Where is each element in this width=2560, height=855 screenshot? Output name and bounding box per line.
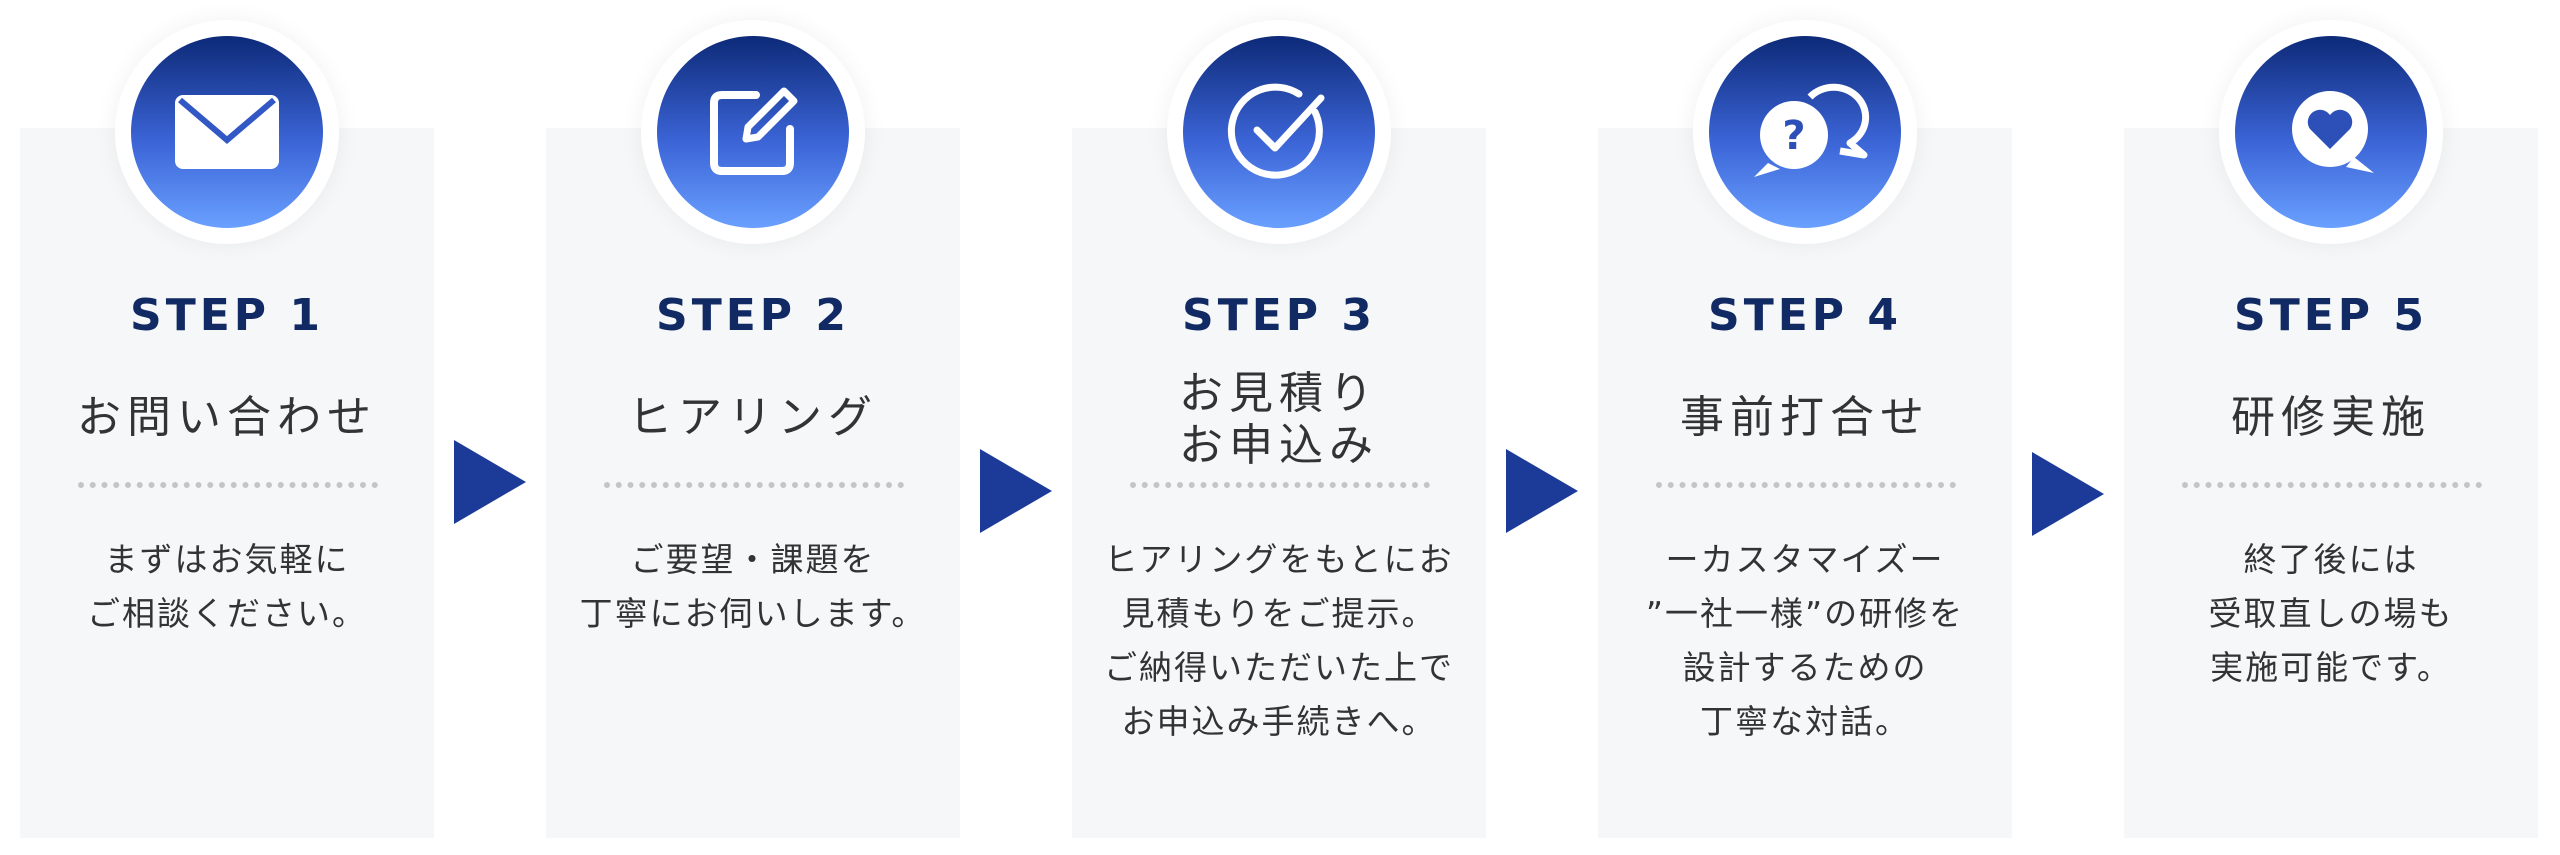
step-description: ご要望・課題を 丁寧にお伺いします。 xyxy=(579,540,927,633)
dotted-divider xyxy=(1656,482,1956,488)
step-label: STEP 1 xyxy=(130,290,324,341)
dotted-divider xyxy=(2182,482,2482,488)
step-icon-badge xyxy=(1167,20,1391,244)
heart-chat-icon xyxy=(2292,91,2374,173)
dotted-divider xyxy=(78,482,378,488)
arrow-right-icon xyxy=(980,449,1052,533)
step-title: ヒアリング xyxy=(628,392,878,443)
step-card-1: STEP 1 お問い合わせ まずはお気軽に ご相談ください。 xyxy=(20,20,434,838)
step-card-2: STEP 2 ヒアリング ご要望・課題を 丁寧にお伺いします。 xyxy=(546,20,960,838)
envelope-icon xyxy=(175,95,279,169)
step-description: ヒアリングをもとにお 見積もりをご提示。 ご納得いただいた上で お申込み手続きへ… xyxy=(1104,540,1454,741)
dotted-divider xyxy=(1130,482,1430,488)
step-icon-badge: ? xyxy=(1693,20,1917,244)
step-card-4: ? STEP 4 事前打合せ ーカスタマイズー ”一社一様”の研修を 設計するた… xyxy=(1598,20,2012,838)
step-label: STEP 3 xyxy=(1182,290,1376,341)
step-title: お見積り お申込み xyxy=(1179,368,1379,471)
step-title: 研修実施 xyxy=(2231,392,2431,443)
step-label: STEP 2 xyxy=(656,290,850,341)
svg-text:?: ? xyxy=(1782,113,1805,159)
step-icon-badge xyxy=(641,20,865,244)
step-description: ーカスタマイズー ”一社一様”の研修を 設計するための 丁寧な対話。 xyxy=(1645,540,1965,741)
step-title: お問い合わせ xyxy=(77,392,377,443)
check-circle-icon xyxy=(1227,83,1325,179)
step-icon-badge xyxy=(2219,20,2443,244)
edit-icon xyxy=(710,87,798,175)
step-label: STEP 5 xyxy=(2234,290,2428,341)
step-title: 事前打合せ xyxy=(1680,392,1930,443)
arrow-right-icon xyxy=(454,440,526,524)
step-card-5: STEP 5 研修実施 終了後には 受取直しの場も 実施可能です。 xyxy=(2124,20,2538,838)
dotted-divider xyxy=(604,482,904,488)
step-label: STEP 4 xyxy=(1708,290,1902,341)
arrow-right-icon xyxy=(2032,452,2104,536)
step-description: 終了後には 受取直しの場も 実施可能です。 xyxy=(2208,540,2454,687)
question-chat-icon: ? xyxy=(1754,83,1870,177)
step-card-3: STEP 3 お見積り お申込み ヒアリングをもとにお 見積もりをご提示。 ご納… xyxy=(1072,20,1486,838)
step-icon-badge xyxy=(115,20,339,244)
step-description: まずはお気軽に ご相談ください。 xyxy=(87,540,367,633)
arrow-right-icon xyxy=(1506,449,1578,533)
